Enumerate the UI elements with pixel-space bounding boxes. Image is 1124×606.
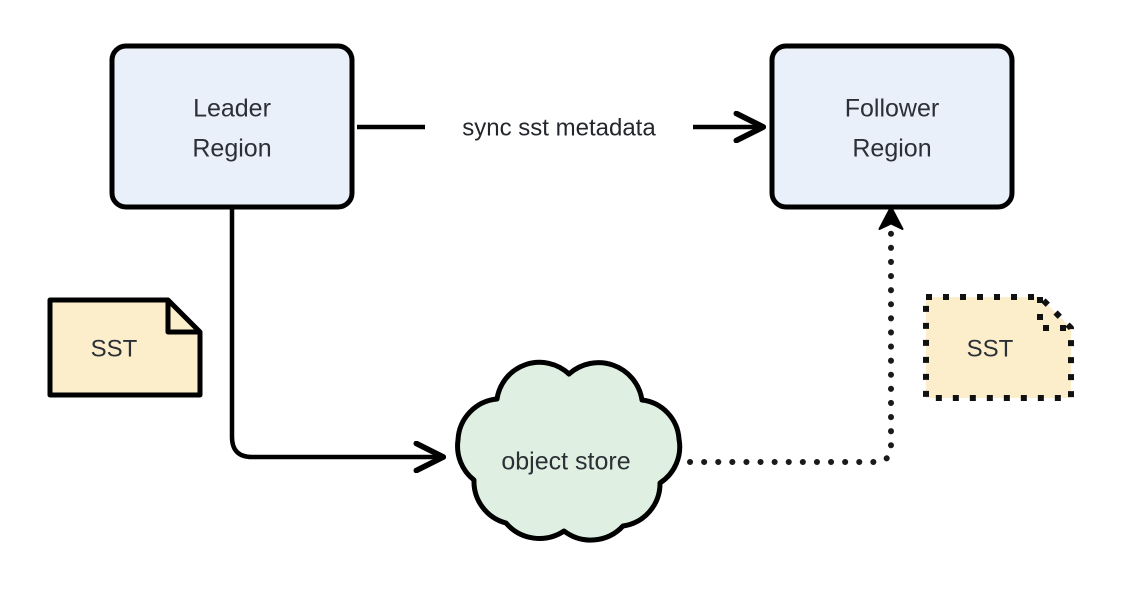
edge-upload-path <box>229 209 442 457</box>
leader-region-label-line2: Region <box>192 135 271 163</box>
node-sst-follower[interactable]: SST <box>923 294 1074 401</box>
leader-region-box[interactable] <box>109 43 355 210</box>
sst-follower-label: SST <box>967 335 1014 362</box>
follower-region-label-line2: Region <box>852 135 931 163</box>
follower-region-label-line1: Follower <box>845 95 939 123</box>
edge-fetch-arrowhead-icon <box>878 206 904 230</box>
edge-upload-to-object-store <box>229 209 442 457</box>
sst-leader-note-body[interactable] <box>47 297 203 398</box>
node-object-store[interactable]: object store <box>455 359 683 543</box>
edge-sync-metadata-label: sync sst metadata <box>462 114 656 141</box>
object-store-label: object store <box>501 448 630 476</box>
leader-region-label-line1: Leader <box>193 95 271 123</box>
object-store-cloud-shape[interactable] <box>455 359 683 543</box>
sst-leader-label: SST <box>91 335 138 362</box>
node-leader-region[interactable]: Leader Region <box>109 43 355 210</box>
node-follower-region[interactable]: Follower Region <box>769 43 1015 210</box>
sst-leader-fold-icon <box>165 300 200 335</box>
edge-fetch-from-object-store <box>687 206 904 465</box>
sst-follower-note-body[interactable] <box>923 294 1074 401</box>
edge-sync-metadata: sync sst metadata <box>357 114 762 141</box>
node-sst-leader[interactable]: SST <box>47 297 203 398</box>
sst-follower-fold-icon <box>1037 297 1071 331</box>
edge-fetch-path <box>687 222 894 465</box>
follower-region-box[interactable] <box>769 43 1015 210</box>
